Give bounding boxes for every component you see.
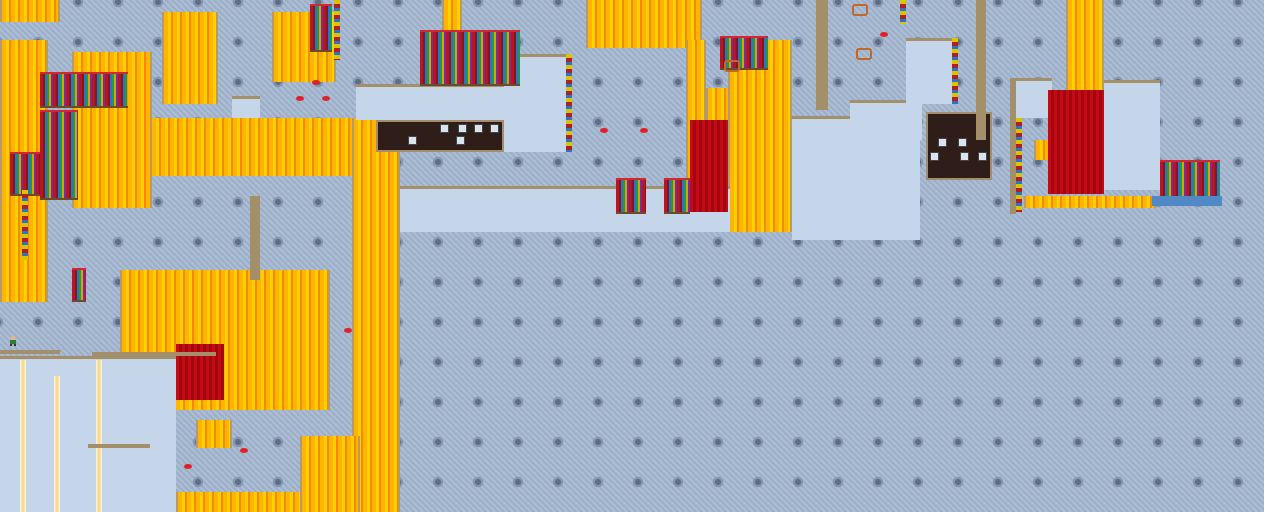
red-gem-icon[interactable] — [312, 80, 320, 85]
wall-ledge-3 — [88, 444, 150, 448]
lava-river-west-top — [0, 0, 60, 22]
wall-pillar-1 — [250, 196, 260, 280]
library-west-small — [72, 268, 86, 302]
trim-west — [22, 190, 28, 260]
wall-ledge-2 — [92, 352, 216, 356]
dark-room-marker — [930, 152, 939, 161]
lava-pool-bottom — [176, 492, 302, 512]
library-north — [420, 30, 520, 86]
lava-pool-northwest — [162, 12, 218, 104]
trim-east — [900, 0, 906, 24]
dark-room-marker — [960, 152, 969, 161]
wall-ledge-1 — [0, 350, 60, 354]
dark-room-marker — [978, 152, 987, 161]
trim-east-3 — [1016, 118, 1022, 212]
floor-room-southwest[interactable] — [0, 356, 176, 512]
ice-pillar-1 — [20, 360, 26, 512]
red-gem-icon[interactable] — [640, 128, 648, 133]
floor-room-east-2[interactable] — [1012, 78, 1052, 118]
dark-room-marker — [474, 124, 483, 133]
library-center-2 — [664, 178, 690, 214]
red-gem-icon[interactable] — [600, 128, 608, 133]
library-north-2 — [310, 4, 332, 52]
dark-room-marker — [408, 136, 417, 145]
wall-pillar-4 — [1010, 78, 1016, 214]
red-gem-icon[interactable] — [344, 328, 352, 333]
dark-room-marker — [456, 136, 465, 145]
carpet-east — [1048, 90, 1104, 194]
library-far-east — [1160, 160, 1220, 200]
library-east-top — [720, 36, 768, 70]
dark-room-marker — [958, 138, 967, 147]
floor-room-far-east[interactable] — [1104, 80, 1160, 190]
rune-marker-icon[interactable] — [852, 4, 868, 16]
lava-pool-small-south — [196, 420, 232, 448]
floor-ledge-small[interactable] — [232, 96, 260, 118]
dark-room-marker — [490, 124, 499, 133]
wall-pillar-3 — [976, 0, 986, 140]
carpet-center — [690, 120, 728, 212]
lava-strip-east — [1024, 196, 1156, 208]
rune-marker-icon[interactable] — [724, 60, 740, 72]
lava-river-central-column — [352, 118, 400, 512]
dark-room-marker — [458, 124, 467, 133]
red-gem-icon[interactable] — [296, 96, 304, 101]
trim-north — [334, 0, 340, 60]
floor-room-northeast[interactable] — [906, 38, 956, 104]
red-gem-icon[interactable] — [240, 448, 248, 453]
lava-river-south — [300, 436, 360, 512]
floor-corridor-east[interactable] — [850, 100, 922, 140]
ice-pillar-2 — [54, 376, 60, 512]
library-west — [40, 72, 128, 108]
red-gem-icon[interactable] — [184, 464, 192, 469]
red-gem-icon[interactable] — [322, 96, 330, 101]
lava-river-far-east — [1066, 0, 1104, 96]
player-sprite-icon[interactable] — [8, 336, 18, 346]
dark-room-marker — [440, 124, 449, 133]
ice-pillar-3 — [96, 360, 102, 512]
library-west-2 — [40, 110, 78, 200]
lava-river-east-column — [728, 40, 792, 232]
wall-ledge-4 — [1152, 196, 1222, 206]
rune-marker-icon[interactable] — [856, 48, 872, 60]
lava-pool-small-north — [442, 0, 462, 30]
lava-river-central-band — [150, 118, 372, 176]
dark-room-marker — [938, 138, 947, 147]
red-gem-icon[interactable] — [880, 32, 888, 37]
trim-center — [566, 54, 572, 152]
wall-pillar-2 — [816, 0, 828, 110]
library-center — [616, 178, 646, 214]
trim-east-2 — [952, 38, 958, 104]
lava-river-north-center — [586, 0, 702, 48]
